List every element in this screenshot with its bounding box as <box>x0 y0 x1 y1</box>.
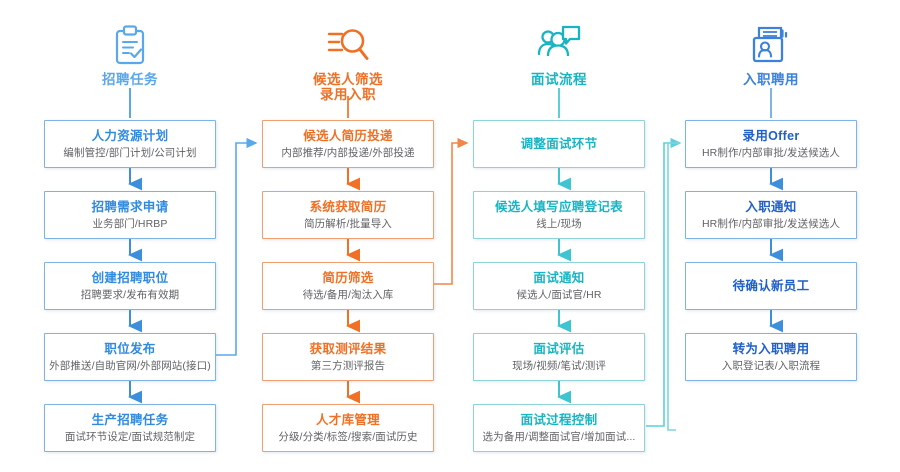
node-title: 录用Offer <box>742 128 800 143</box>
node-subtitle: 外部推送/自助官网/外部网站(接口) <box>49 359 211 372</box>
magnifier-list-icon <box>258 24 438 66</box>
node-adjust-interview-stage[interactable]: 调整面试环节 <box>473 120 645 168</box>
node-subtitle: 候选人/面试官/HR <box>516 288 602 301</box>
node-title: 职位发布 <box>104 341 156 356</box>
node-title: 获取测评结果 <box>309 341 387 356</box>
node-pending-new-employee[interactable]: 待确认新员工 <box>685 262 857 310</box>
people-chat-icon <box>469 24 649 66</box>
column-title-onboarding: 入职聘用 <box>743 72 799 87</box>
column-header-interview-process: 面试流程 <box>469 24 649 87</box>
node-convert-to-onboarding[interactable]: 转为入职聘用 入职登记表/入职流程 <box>685 333 857 381</box>
node-job-publish[interactable]: 职位发布 外部推送/自助官网/外部网站(接口) <box>44 333 216 381</box>
node-subtitle: 招聘要求/发布有效期 <box>80 288 180 301</box>
node-title: 简历筛选 <box>322 270 374 285</box>
node-title: 待确认新员工 <box>732 278 810 293</box>
node-generate-recruit-task[interactable]: 生产招聘任务 面试环节设定/面试规范制定 <box>44 404 216 452</box>
column-header-candidate-screening: 候选人筛选 录用入职 <box>258 24 438 102</box>
node-interview-notification[interactable]: 面试通知 候选人/面试官/HR <box>473 262 645 310</box>
node-title: 面试通知 <box>533 270 585 285</box>
node-title: 入职通知 <box>745 199 797 214</box>
node-subtitle: 选为备用/调整面试官/增加面试... <box>482 430 636 443</box>
node-onboarding-notice[interactable]: 入职通知 HR制作/内部审批/发送候选人 <box>685 191 857 239</box>
node-subtitle: HR制作/内部审批/发送候选人 <box>702 146 840 159</box>
node-subtitle: 面试环节设定/面试规范制定 <box>64 430 196 443</box>
node-title: 候选人简历投递 <box>303 128 393 143</box>
node-interview-process-control[interactable]: 面试过程控制 选为备用/调整面试官/增加面试... <box>473 404 645 452</box>
node-offer[interactable]: 录用Offer HR制作/内部审批/发送候选人 <box>685 120 857 168</box>
node-title: 创建招聘职位 <box>91 270 169 285</box>
node-title: 生产招聘任务 <box>91 412 169 427</box>
column-title-interview-process: 面试流程 <box>531 72 587 87</box>
node-assessment-result[interactable]: 获取测评结果 第三方测评报告 <box>262 333 434 381</box>
node-subtitle: HR制作/内部审批/发送候选人 <box>702 217 840 230</box>
node-title: 面试过程控制 <box>520 412 598 427</box>
column-title-candidate-screening: 候选人筛选 录用入职 <box>258 72 438 102</box>
node-recruitment-request[interactable]: 招聘需求申请 业务部门/HRBP <box>44 191 216 239</box>
node-title: 调整面试环节 <box>520 136 598 151</box>
node-subtitle: 编制管控/部门计划/公司计划 <box>63 146 197 159</box>
node-subtitle: 现场/视频/笔试/测评 <box>512 359 606 372</box>
column-title-line-2: 录用入职 <box>320 87 376 102</box>
node-candidate-application-form[interactable]: 候选人填写应聘登记表 线上/现场 <box>473 191 645 239</box>
node-subtitle: 分级/分类/标签/搜索/面试历史 <box>278 430 418 443</box>
column-header-recruit-task: 招聘任务 <box>40 24 220 87</box>
node-interview-evaluation[interactable]: 面试评估 现场/视频/笔试/测评 <box>473 333 645 381</box>
node-title: 招聘需求申请 <box>91 199 169 214</box>
node-resume-submission[interactable]: 候选人简历投递 内部推荐/内部投递/外部投递 <box>262 120 434 168</box>
node-resume-screening[interactable]: 简历筛选 待选/备用/淘汰入库 <box>262 262 434 310</box>
node-subtitle: 内部推荐/内部投递/外部投递 <box>281 146 415 159</box>
resume-folder-icon <box>681 24 861 66</box>
node-title: 候选人填写应聘登记表 <box>494 199 623 214</box>
node-title: 系统获取简历 <box>309 199 387 214</box>
node-subtitle: 线上/现场 <box>536 217 582 230</box>
node-subtitle: 入职登记表/入职流程 <box>721 359 821 372</box>
node-subtitle: 简历解析/批量导入 <box>304 217 392 230</box>
node-subtitle: 第三方测评报告 <box>310 359 386 372</box>
node-talent-pool-management[interactable]: 人才库管理 分级/分类/标签/搜索/面试历史 <box>262 404 434 452</box>
node-create-job-position[interactable]: 创建招聘职位 招聘要求/发布有效期 <box>44 262 216 310</box>
node-system-fetch-resume[interactable]: 系统获取简历 简历解析/批量导入 <box>262 191 434 239</box>
node-title: 人力资源计划 <box>91 128 169 143</box>
column-title-line-1: 候选人筛选 <box>313 72 383 87</box>
node-subtitle: 待选/备用/淘汰入库 <box>302 288 394 301</box>
column-title-recruit-task: 招聘任务 <box>102 72 158 87</box>
column-header-onboarding: 入职聘用 <box>681 24 861 87</box>
node-title: 面试评估 <box>533 341 585 356</box>
node-subtitle: 业务部门/HRBP <box>92 217 168 230</box>
node-human-resource-plan[interactable]: 人力资源计划 编制管控/部门计划/公司计划 <box>44 120 216 168</box>
clipboard-check-icon <box>40 24 220 66</box>
node-title: 人才库管理 <box>315 412 380 427</box>
node-title: 转为入职聘用 <box>732 341 810 356</box>
